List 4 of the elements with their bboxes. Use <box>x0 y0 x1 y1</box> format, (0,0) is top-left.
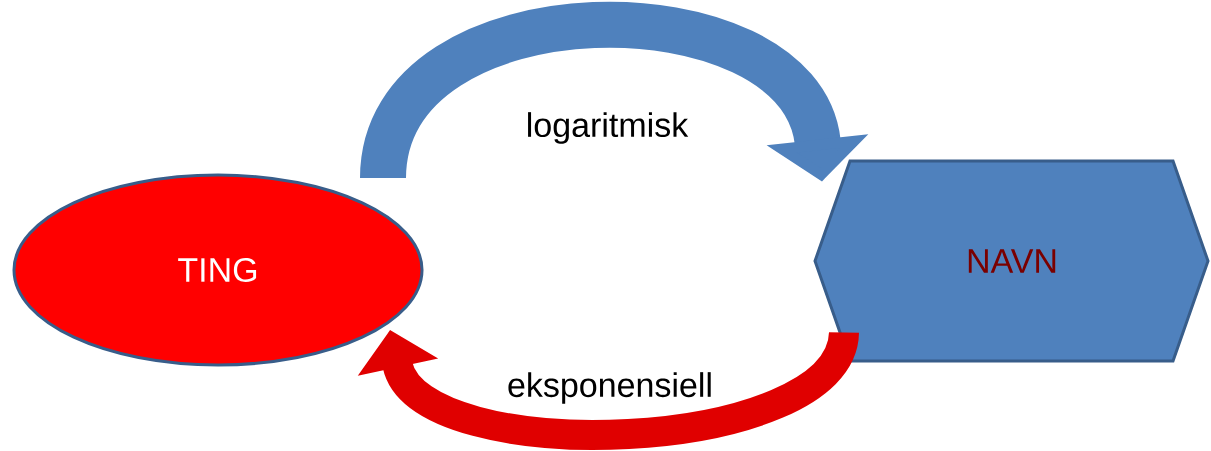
edge-label: eksponensiell <box>505 370 715 406</box>
hexagon-node: NAVN <box>813 159 1210 363</box>
edge-label: logaritmisk <box>523 110 691 146</box>
ellipse-node: TING <box>12 173 424 367</box>
